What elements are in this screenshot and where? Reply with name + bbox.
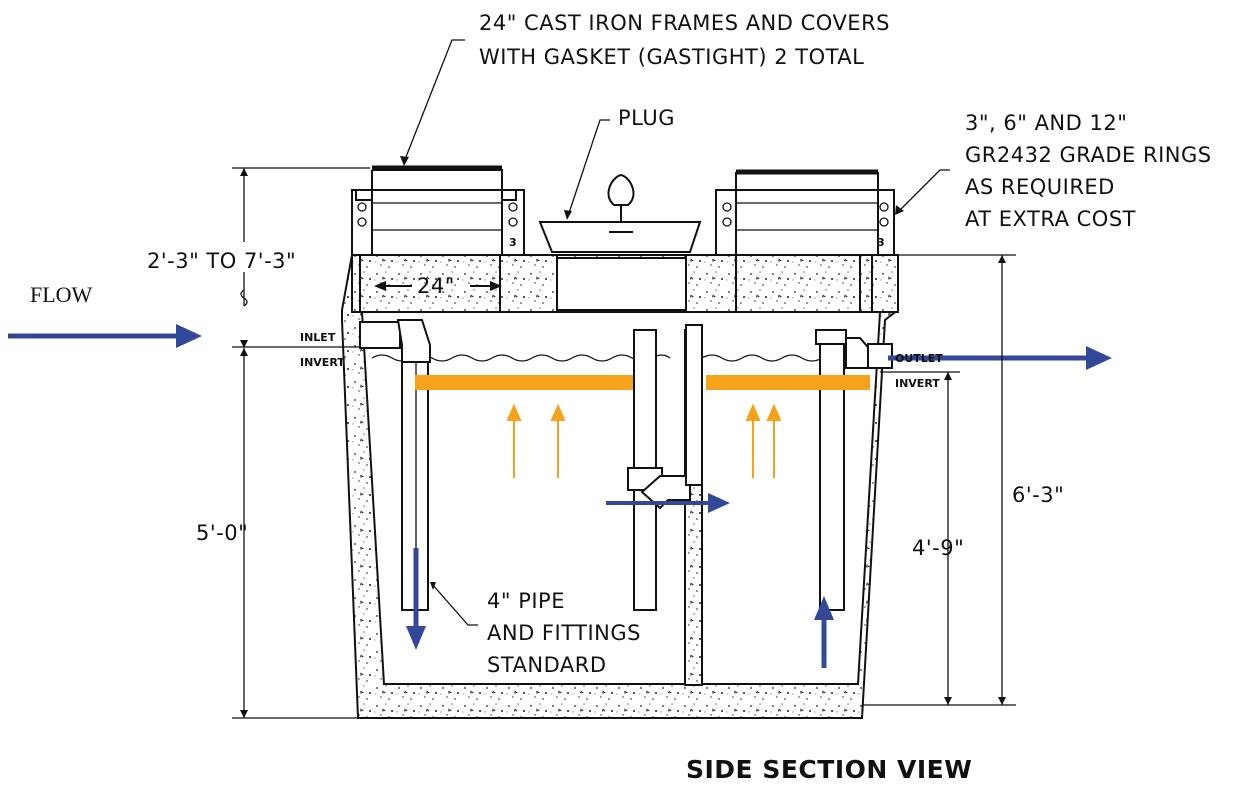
inlet-invert-label-1: INLET	[300, 331, 336, 344]
up-arrow	[814, 596, 834, 668]
frames-label-line1: 24" CAST IRON FRAMES AND COVERS	[479, 11, 890, 35]
dim-right-outer-label: 6'-3"	[1012, 483, 1064, 507]
plug-label: PLUG	[618, 106, 675, 130]
dimension-lines	[232, 167, 1016, 719]
leader-lines	[400, 39, 950, 626]
svg-text:3: 3	[509, 236, 517, 249]
rings-label-line3: AS REQUIRED	[965, 175, 1115, 199]
rings-label-line2: GR2432 GRADE RINGS	[965, 143, 1212, 167]
right-manhole-frame: 3	[715, 169, 895, 256]
rise-arrows	[506, 403, 782, 478]
inlet-invert-label-2: INVERT	[300, 356, 345, 369]
center-tee-pipe	[627, 324, 703, 611]
transfer-arrow	[606, 493, 730, 513]
pipe-label-line2: AND FITTINGS	[487, 621, 641, 645]
oil-layer-right	[706, 375, 870, 390]
rings-label-line4: AT EXTRA COST	[965, 207, 1136, 231]
riser-range-label: 2'-3" TO 7'-3"	[147, 249, 296, 273]
dim-left-label: 5'-0"	[196, 521, 248, 545]
inflow-arrow	[8, 324, 202, 348]
down-arrow	[406, 548, 426, 650]
view-title: SIDE SECTION VIEW	[686, 755, 972, 784]
frames-label-line2: WITH GASKET (GASTIGHT) 2 TOTAL	[479, 45, 864, 69]
flow-label: FLOW	[30, 282, 93, 307]
outlet-invert-label-1: OUTLET	[895, 352, 943, 365]
oil-layer-left	[415, 375, 633, 390]
svg-text:3: 3	[877, 236, 885, 249]
width-24-label: 24"	[417, 274, 455, 298]
plug	[538, 173, 702, 253]
left-manhole-frame: 3	[351, 165, 525, 256]
outlet-invert-label-2: INVERT	[895, 377, 940, 390]
tank-body	[341, 254, 899, 719]
pipe-label-line3: STANDARD	[487, 653, 607, 677]
dim-right-inner-label: 4'-9"	[912, 536, 964, 560]
flow-arrows	[8, 324, 1112, 668]
lid-slab	[351, 254, 899, 313]
outflow-arrow	[888, 346, 1112, 370]
rings-label-line1: 3", 6" AND 12"	[965, 111, 1127, 135]
pipe-label-line1: 4" PIPE	[487, 589, 565, 613]
